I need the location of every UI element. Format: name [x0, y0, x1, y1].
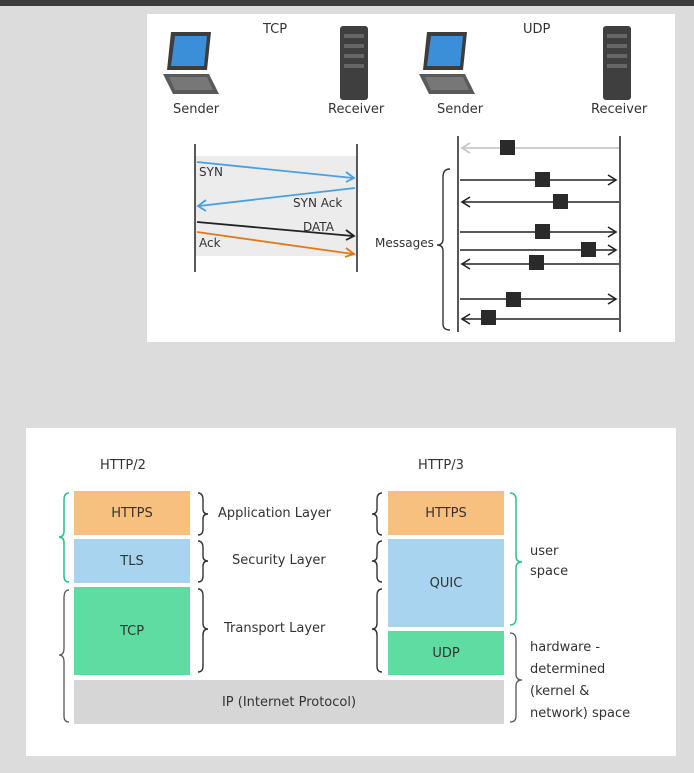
http2-https-box: HTTPS [74, 491, 190, 535]
laptop-icon [163, 32, 219, 94]
gray-brace [58, 589, 70, 723]
packet [529, 255, 544, 270]
http2-title: HTTP/2 [100, 458, 146, 473]
tcp-receiver-label: Receiver [328, 102, 385, 117]
application-brace-left [197, 492, 209, 536]
tcp-title: TCP [263, 22, 288, 37]
transport-layer-label: Transport Layer [224, 621, 326, 636]
data-label: DATA [303, 220, 334, 234]
tcp-sender-label: Sender [173, 102, 220, 117]
transport-brace-left [197, 588, 209, 673]
application-brace-right [371, 492, 383, 536]
device-icons [163, 26, 631, 332]
udp-sender-label: Sender [437, 102, 484, 117]
packet [481, 310, 496, 325]
udp-receiver-label: Receiver [591, 102, 648, 117]
http2-tls-box: TLS [74, 539, 190, 583]
user-space-label: user space [530, 544, 569, 579]
packet [535, 224, 550, 239]
http3-udp-box: UDP [388, 631, 504, 675]
packet [500, 140, 515, 155]
security-brace-left [197, 540, 209, 583]
tcp-udp-diagram: TCP UDP [147, 14, 675, 342]
user-space-brace [509, 492, 523, 626]
laptop-icon [419, 32, 475, 94]
ack-label: Ack [199, 236, 221, 250]
http-stack-diagram: HTTP/2 HTTP/3 HTTPS TLS TCP HTTPS QUIC U… [26, 428, 676, 756]
hardware-space-brace [509, 632, 523, 723]
syn-ack-label: SYN Ack [293, 196, 343, 210]
messages-label: Messages [375, 236, 434, 250]
packet [553, 194, 568, 209]
packet [581, 242, 596, 257]
http2-tcp-box: TCP [74, 587, 190, 675]
server-icon [603, 26, 631, 100]
window-top-bar [0, 0, 694, 6]
security-brace-right [371, 540, 383, 583]
security-layer-label: Security Layer [232, 553, 326, 568]
application-layer-label: Application Layer [218, 506, 332, 521]
data-arrow [196, 221, 354, 237]
server-icon [340, 26, 368, 100]
http3-quic-box: QUIC [388, 539, 504, 627]
transport-brace-right [371, 588, 383, 673]
syn-ack-arrow [198, 187, 356, 207]
syn-arrow [196, 161, 354, 179]
syn-label: SYN [199, 165, 223, 179]
hardware-space-label: hardware - determined (kernel & network)… [530, 640, 631, 721]
messages-brace [436, 168, 451, 331]
ip-box: IP (Internet Protocol) [74, 680, 504, 724]
udp-title: UDP [523, 22, 551, 37]
ack-arrow [196, 231, 354, 255]
green-brace [58, 492, 70, 583]
handshake-background [195, 156, 357, 256]
stack-braces [58, 492, 523, 723]
http3-title: HTTP/3 [418, 458, 464, 473]
packet [535, 172, 550, 187]
packet [506, 292, 521, 307]
http3-https-box: HTTPS [388, 491, 504, 535]
